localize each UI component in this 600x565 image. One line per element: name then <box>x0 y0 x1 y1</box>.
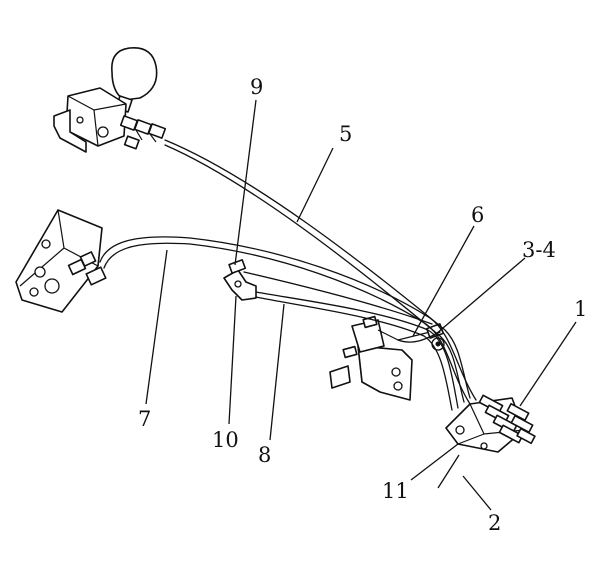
hose-7b <box>103 242 471 405</box>
callout-8: 8 <box>258 443 271 467</box>
callout-11: 11 <box>382 479 409 503</box>
leader-lines <box>145 99 577 511</box>
callout-6: 6 <box>471 203 484 227</box>
callout-5: 5 <box>339 122 352 146</box>
hose-8a <box>255 291 459 409</box>
hose-5b <box>164 144 465 403</box>
callout-10: 10 <box>212 428 239 452</box>
callout-3-4: 3-4 <box>522 238 556 262</box>
callout-9: 9 <box>250 75 263 99</box>
accumulator-valve-assembly <box>53 47 167 153</box>
mounting-bracket <box>329 315 431 401</box>
callout-1: 1 <box>574 297 587 321</box>
hose-7a <box>99 236 477 401</box>
hoses <box>99 139 477 411</box>
callout-2: 2 <box>488 511 501 535</box>
hose-5a <box>164 139 471 399</box>
control-valve-block <box>15 209 107 313</box>
hose-8b <box>255 296 453 411</box>
callout-labels: 1 2 3-4 5 6 7 8 9 10 11 <box>138 75 587 535</box>
callout-7: 7 <box>138 407 151 431</box>
hose-elbow-feed <box>243 271 433 325</box>
elbow-fitting <box>223 259 257 301</box>
